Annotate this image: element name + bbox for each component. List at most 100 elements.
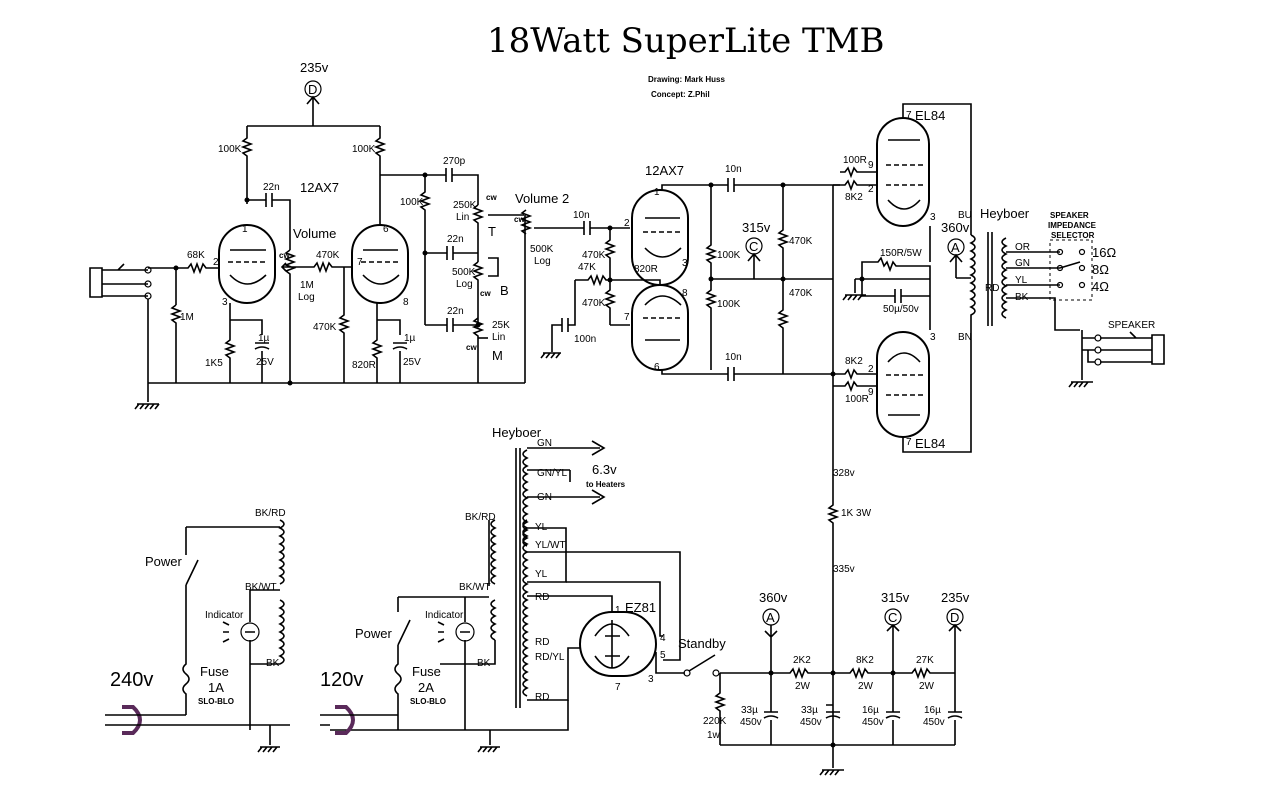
node-360v-ot: 360v <box>941 220 970 235</box>
hv-tap-ylwt: YL/WT <box>535 540 566 551</box>
r-tail-cath-label: 820R <box>634 264 658 275</box>
r-cath-label: 150R/5W <box>880 248 922 259</box>
c-cath-label: 50µ/50v <box>883 304 919 315</box>
v2-pin-1: 1 <box>654 187 660 198</box>
node-328v: 328v <box>833 468 855 479</box>
el84-bot-pin-3: 3 <box>930 332 936 343</box>
c-bypass2-label: 1µ <box>404 333 416 344</box>
ot-tap-gn: GN <box>1015 258 1030 269</box>
selector-title-2: IMPEDANCE <box>1048 221 1097 230</box>
el84-bot-pin-2: 2 <box>868 364 874 375</box>
r-slope-label: 100K <box>400 197 424 208</box>
selector-title-1: SPEAKER <box>1050 211 1089 220</box>
r-grid-label: 68K <box>187 250 205 261</box>
volume2-taper: Log <box>534 256 551 267</box>
standby-label: Standby <box>678 636 726 651</box>
bass-letter: B <box>500 283 509 298</box>
v2-tube-bottom <box>631 284 689 371</box>
v1-tube-right <box>351 224 409 304</box>
mid-cw: cw <box>466 343 477 352</box>
mid-value: 25K <box>492 320 510 331</box>
v1-pin-6: 6 <box>383 224 389 235</box>
pt240-tap-bkwt: BK/WT <box>245 582 277 593</box>
hv-tap-rd3: RD <box>535 692 549 703</box>
cap4-v: 450v <box>923 717 945 728</box>
r-tail-b-label: 47K <box>578 262 596 273</box>
cap3-v: 450v <box>862 717 884 728</box>
v2-pin-7: 7 <box>624 312 630 323</box>
filter3-r: 27K <box>916 655 934 666</box>
r-plate-a-label: 100K <box>717 250 741 261</box>
r-bleed-label: 220K <box>703 716 727 727</box>
drawing-credit: Drawing: Mark Huss <box>648 75 725 84</box>
volume2-value: 500K <box>530 244 554 255</box>
r-tail-a-label: 470K <box>582 250 606 261</box>
mains-120-label: 120v <box>320 669 363 691</box>
r-cathode-label: 1K5 <box>205 358 223 369</box>
node-c-pi: C <box>749 239 758 254</box>
node-360v-ps: 360v <box>759 590 788 605</box>
c-tail-label: 100n <box>574 334 596 345</box>
cap2-v: 450v <box>800 717 822 728</box>
r-bias-bot-label: 470K <box>789 288 813 299</box>
v2-pin-3: 3 <box>682 258 688 269</box>
v1-pin-2: 2 <box>213 257 219 268</box>
r-cathode2-label: 820R <box>352 360 376 371</box>
ot-tap-or: OR <box>1015 242 1030 253</box>
el84-top-pin-7: 7 <box>906 110 912 121</box>
fuse-240-type: SLO-BLO <box>198 697 234 706</box>
fuse-120-label: Fuse <box>412 664 441 679</box>
node-c-ps: C <box>888 610 897 625</box>
bass-cw: cw <box>480 289 491 298</box>
ez81-pin-3: 3 <box>648 674 654 685</box>
r-stop-bot1-label: 8K2 <box>845 356 863 367</box>
node-315v-ps: 315v <box>881 590 910 605</box>
hv-tap-rd2: RD <box>535 637 549 648</box>
power-120-label: Power <box>355 626 393 641</box>
heater-tap-gnyl: GN/YL <box>537 468 567 479</box>
r-dropper-label: 1K 3W <box>841 508 872 519</box>
volume-value: 1M <box>300 280 314 291</box>
node-235v-top: 235v <box>300 60 329 75</box>
mains-240-label: 240v <box>110 669 153 691</box>
v2-pin-2: 2 <box>624 218 630 229</box>
c-pi-in-label: 10n <box>573 210 590 221</box>
treble-value: 250K <box>453 200 477 211</box>
filter2-r: 8K2 <box>856 655 874 666</box>
r-grid2-label: 470K <box>313 322 337 333</box>
concept-credit: Concept: Z.Phil <box>651 90 710 99</box>
r-stop-bot2-label: 100R <box>845 394 869 405</box>
cap2-c: 33µ <box>801 705 818 716</box>
r-stop-top1-label: 100R <box>843 155 867 166</box>
pt-label: Heyboer <box>492 425 542 440</box>
c-treble-label: 270p <box>443 156 466 167</box>
ot-bu: BU <box>958 210 972 221</box>
treble-cw: cw <box>486 193 497 202</box>
selector-title-3: SELECTOR <box>1051 231 1095 240</box>
el84-bottom-tube <box>876 331 930 438</box>
ot-label: Heyboer <box>980 206 1030 221</box>
r-plate2-label: 100K <box>352 144 376 155</box>
el84-top-tube <box>876 117 930 227</box>
hv-tap-yl2: YL <box>535 569 548 580</box>
bass-taper: Log <box>456 279 473 290</box>
pt120-tap-bk: BK <box>477 658 491 669</box>
el84-top-pin-3: 3 <box>930 212 936 223</box>
v1-pin-3: 3 <box>222 297 228 308</box>
pt240-tap-bk: BK <box>266 658 280 669</box>
el84-bottom-label: EL84 <box>915 436 945 451</box>
heater-voltage: 6.3v <box>592 462 617 477</box>
c-coupling-label: 22n <box>263 182 280 193</box>
volume2-label: Volume 2 <box>515 191 569 206</box>
ot-tap-rd: RD <box>985 283 999 294</box>
heater-tap-gn2: GN <box>537 492 552 503</box>
fuse-120-rating: 2A <box>418 680 434 695</box>
bass-value: 500K <box>452 267 476 278</box>
ez81-pin-4: 4 <box>660 633 666 644</box>
ez81-pin-7: 7 <box>615 682 621 693</box>
filter2-w: 2W <box>858 681 874 692</box>
r-tail-c-label: 470K <box>582 298 606 309</box>
hv-tap-rd1: RD <box>535 592 549 603</box>
el84-top-pin-2: 2 <box>868 184 874 195</box>
volume-label: Volume <box>293 226 336 241</box>
